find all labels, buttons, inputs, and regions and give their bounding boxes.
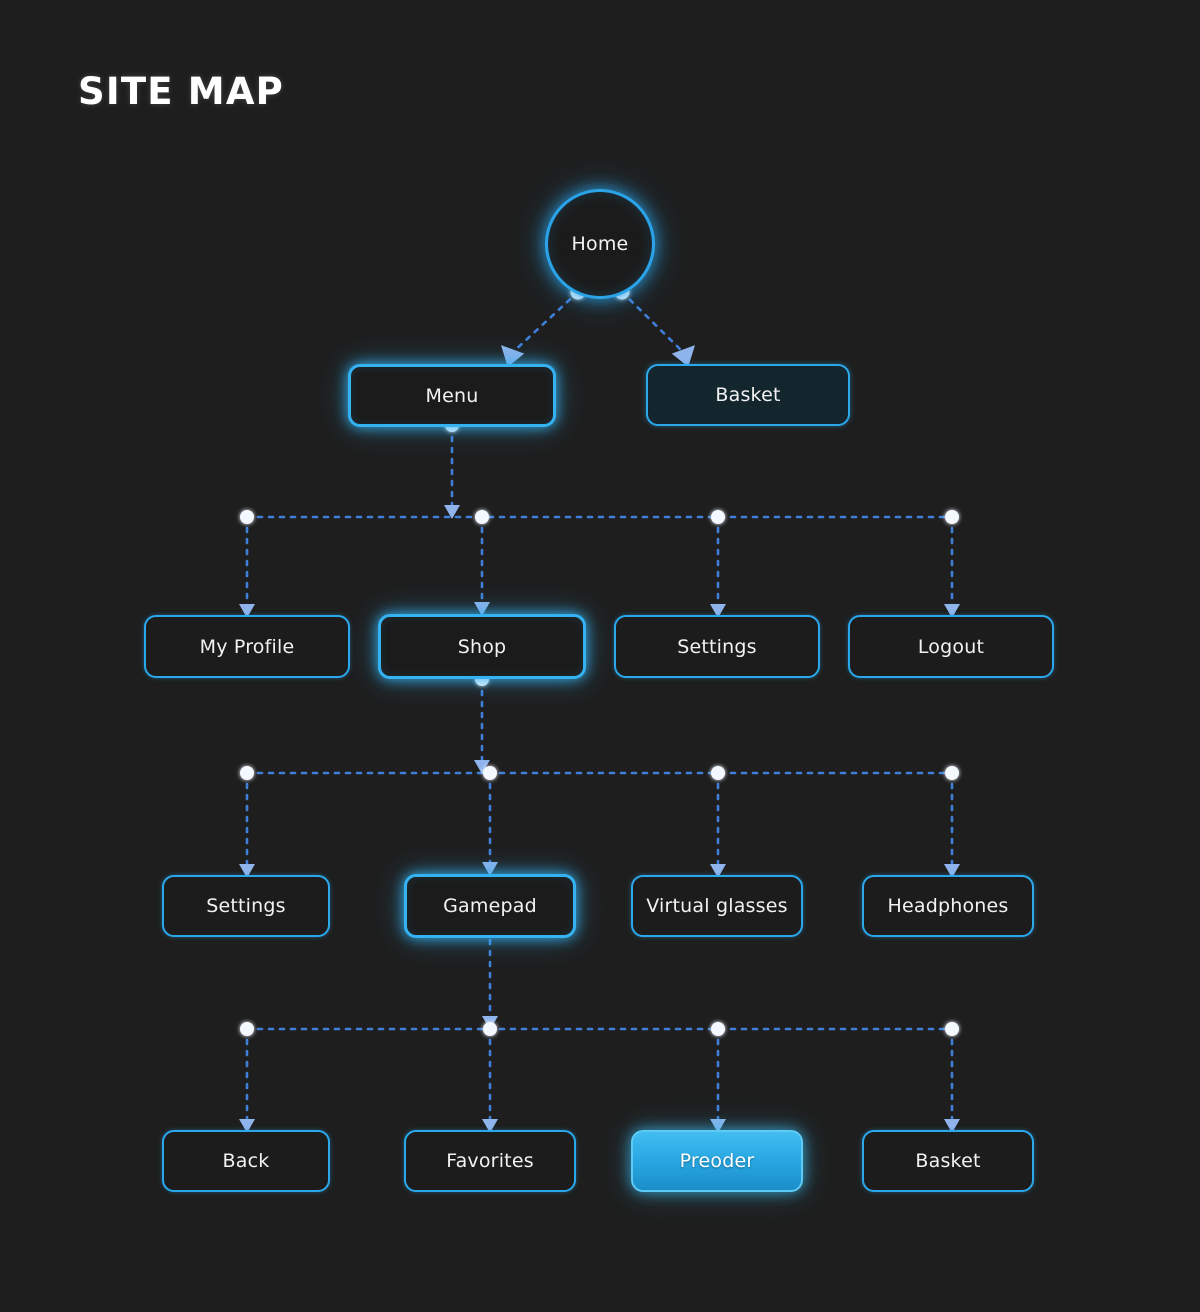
node-basket-top-label: Basket: [715, 384, 781, 406]
node-basket-bottom-label: Basket: [915, 1150, 981, 1172]
node-home[interactable]: Home: [545, 189, 655, 299]
node-gamepad-label: Gamepad: [443, 895, 537, 917]
node-headphones-label: Headphones: [887, 895, 1009, 917]
node-my-profile-label: My Profile: [199, 635, 295, 658]
node-logout[interactable]: Logout: [848, 615, 1054, 678]
node-favorites-label: Favorites: [446, 1150, 534, 1172]
arrowheads: [239, 345, 960, 1133]
edge-home-menu: [510, 290, 580, 355]
node-shop[interactable]: Shop: [378, 614, 586, 679]
node-virtual-glasses-label: Virtual glasses: [646, 895, 788, 917]
node-basket-top[interactable]: Basket: [646, 364, 850, 426]
node-home-label: Home: [571, 233, 629, 255]
node-my-profile[interactable]: My Profile: [144, 615, 350, 678]
node-settings-level2[interactable]: Settings: [614, 615, 820, 678]
node-favorites[interactable]: Favorites: [404, 1130, 576, 1192]
node-headphones[interactable]: Headphones: [862, 875, 1034, 937]
node-shop-label: Shop: [457, 635, 507, 658]
node-settings-level3[interactable]: Settings: [162, 875, 330, 937]
page-title: SITE MAP: [78, 70, 284, 113]
node-basket-bottom[interactable]: Basket: [862, 1130, 1034, 1192]
node-logout-label: Logout: [917, 635, 985, 658]
node-back-label: Back: [222, 1150, 270, 1172]
node-preoder[interactable]: Preoder: [631, 1130, 803, 1192]
node-settings-level3-label: Settings: [206, 895, 286, 917]
node-settings-level2-label: Settings: [677, 635, 757, 658]
node-preoder-label: Preoder: [679, 1150, 755, 1172]
edge-home-basket: [620, 290, 686, 355]
node-gamepad[interactable]: Gamepad: [404, 874, 576, 938]
node-virtual-glasses[interactable]: Virtual glasses: [631, 875, 803, 937]
node-back[interactable]: Back: [162, 1130, 330, 1192]
node-menu[interactable]: Menu: [348, 364, 556, 427]
node-menu-label: Menu: [425, 384, 479, 407]
